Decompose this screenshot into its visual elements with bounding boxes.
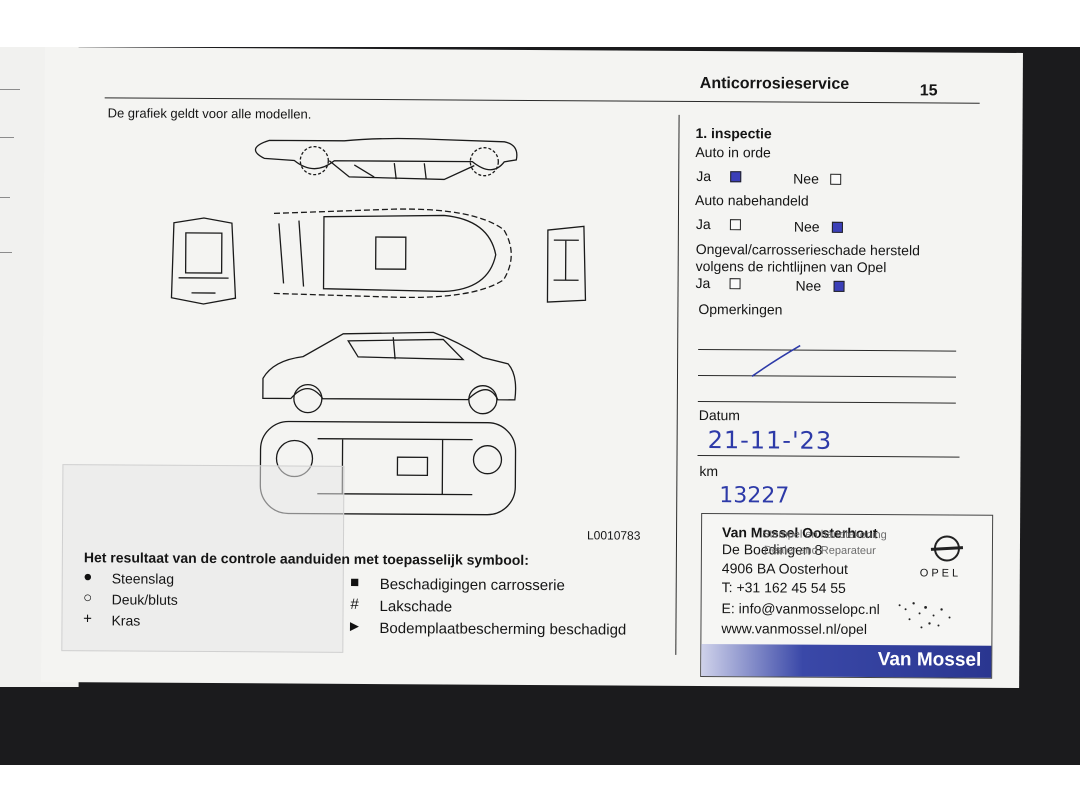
date-handwritten: 21-11-'23 [707,426,833,455]
legend-item-kras: Kras [111,612,141,629]
stamp-overprint-line2: Dealer and Reparateur [763,544,876,558]
remarks-pen-stroke [751,344,801,377]
q2-nee-checkbox[interactable] [831,221,843,233]
dealer-web: www.vanmossel.nl/opel [721,620,868,638]
lakschade-symbol: # [350,595,359,613]
kras-symbol: + [83,610,92,628]
dealer-email: E: info@vanmosselopc.nl [721,600,880,618]
dealer-stamp: Van Mossel Oosterhout Stempel en handtek… [700,513,994,679]
banner-text: Van Mossel [877,649,982,671]
opel-brand: OPEL [919,567,962,580]
q1-nee-label: Nee [793,170,819,187]
inspection-title: 1. inspectie [695,124,772,142]
car-side-view-inverted [254,137,518,181]
ongeval-label-line2: volgens de richtlijnen van Opel [695,257,887,276]
legend-item-deuk: Deuk/bluts [111,591,178,608]
bodemplaat-symbol: ► [346,617,362,635]
legend-item-bodemplaat: Bodemplaatbescherming beschadigd [379,620,627,639]
q3-ja-checkbox[interactable] [729,278,741,290]
km-handwritten: 13227 [719,483,790,509]
page-number: 15 [919,82,938,100]
photo-background: Anticorrosieservice 15 De grafiek geldt … [0,47,1080,765]
q1-nee-checkbox[interactable] [830,173,842,185]
q3-ja-label: Ja [695,274,711,292]
deuk-symbol: ○ [83,589,93,607]
q2-ja-checkbox[interactable] [729,219,741,231]
signature-scribble [898,602,951,629]
q2-ja-label: Ja [695,215,711,233]
opmerkingen-label: Opmerkingen [698,300,783,318]
q2-nee-label: Nee [793,218,820,235]
header-rule [104,97,980,104]
car-top-view [273,208,512,299]
q1-ja-label: Ja [696,167,712,185]
page-title: Anticorrosieservice [699,75,850,93]
datum-label: Datum [698,407,741,424]
auto-nabehandeld-label: Auto nabehandeld [695,191,809,209]
ongeval-label-line1: Ongeval/carrosserieschade hersteld [695,240,920,259]
dealer-phone: T: +31 162 45 54 55 [721,579,846,596]
legend-item-carrosserie: Beschadigingen carrosserie [379,576,565,595]
opel-logo [930,535,964,562]
booklet-page: Anticorrosieservice 15 De grafiek geldt … [41,47,1023,688]
q3-nee-label: Nee [795,277,822,294]
stamp-banner: Van Mossel [701,644,992,678]
dealer-city: 4906 BA Oosterhout [721,560,848,577]
car-side-view [262,331,517,415]
auto-in-orde-label: Auto in orde [695,143,771,161]
legend-heading: Het resultaat van de controle aanduiden … [83,549,529,568]
legend-item-steenslag: Steenslag [111,570,175,587]
carrosserie-symbol: ■ [350,573,360,591]
km-label: km [699,463,719,480]
q1-ja-checkbox[interactable] [730,171,742,183]
stamp-overprint-line1: Stempel en handtekening [761,528,887,542]
car-rear-view [170,217,237,305]
steenslag-symbol: ● [83,568,93,586]
car-front-view [546,225,587,303]
intro-text: De grafiek geldt voor alle modellen. [107,105,312,122]
q3-nee-checkbox[interactable] [833,280,845,292]
car-damage-diagram [170,137,587,516]
legend-item-lakschade: Lakschade [379,598,453,616]
figure-code: L0010783 [586,528,641,543]
